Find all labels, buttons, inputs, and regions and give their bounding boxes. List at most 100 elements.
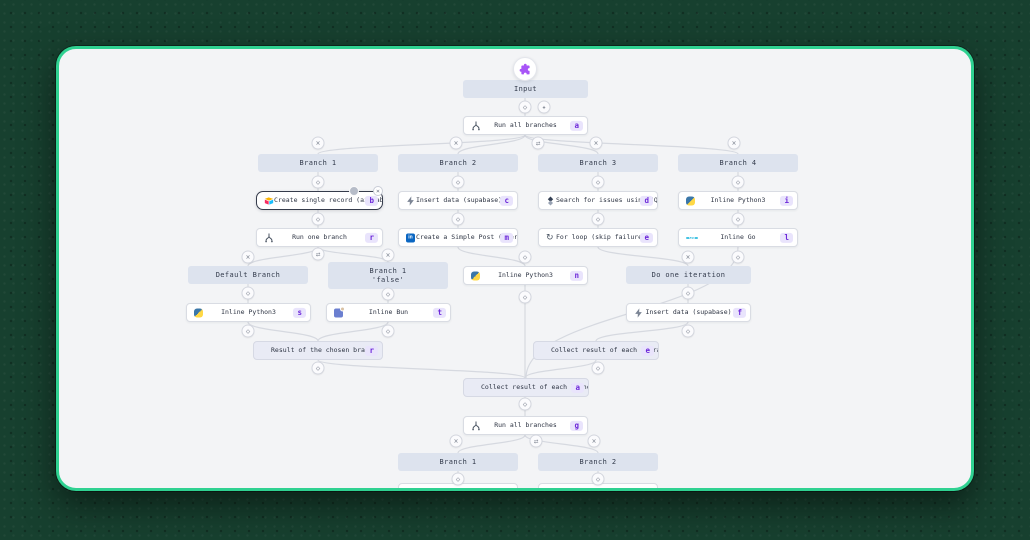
node-id-badge: b <box>365 195 378 206</box>
node-id-badge: i <box>780 195 793 206</box>
node-insert-data-supabase-f[interactable]: Insert data (supabase)f <box>626 303 751 322</box>
node-label: Input <box>513 84 538 93</box>
connector-x-icon[interactable]: × <box>241 250 255 264</box>
connector-diamond-icon[interactable]: ◇ <box>731 250 745 264</box>
node-create-single-record[interactable]: Create single record (airtable)b <box>256 191 383 210</box>
connector-diamond-icon[interactable]: ◇ <box>681 324 695 338</box>
flow-edge <box>595 321 689 342</box>
node-branch-3[interactable]: Branch 3 <box>538 154 658 172</box>
connector-x-icon[interactable]: × <box>587 434 601 448</box>
node-label: Search for issues using JQL (... <box>556 196 657 205</box>
node-branch-1-bottom[interactable]: Branch 1 <box>398 453 518 471</box>
node-label: Create single record (airtable) <box>274 196 382 205</box>
supabase-icon <box>634 307 643 318</box>
connector-diamond-icon[interactable]: ◇ <box>518 397 532 411</box>
supabase-icon <box>406 195 415 206</box>
node-label: Insert data (supabase) <box>645 308 732 317</box>
node-id-badge: l <box>780 232 793 243</box>
connector-x-icon[interactable]: × <box>449 434 463 448</box>
node-label: Insert data (supabase) <box>416 196 503 205</box>
node-id-badge: g <box>570 420 583 431</box>
connector-diamond-icon[interactable]: ◇ <box>518 100 532 114</box>
node-label: Branch 1 <box>299 158 337 167</box>
connector-diamond-icon[interactable]: ◇ <box>518 290 532 304</box>
flow-edge <box>524 434 599 454</box>
connector-diamond-icon[interactable]: ◇ <box>731 175 745 189</box>
flow-trigger-button[interactable] <box>513 57 537 81</box>
deselect-icon[interactable]: × <box>373 186 383 196</box>
connector-diamond-icon[interactable]: ◇ <box>451 212 465 226</box>
connector-x-icon[interactable]: × <box>449 136 463 150</box>
node-id-badge: r <box>365 232 378 243</box>
connector-diamond-icon[interactable]: ◇ <box>451 472 465 486</box>
connector-diamond-icon[interactable]: ◇ <box>681 286 695 300</box>
node-id-badge: m <box>500 232 513 243</box>
connector-x-icon[interactable]: × <box>727 136 741 150</box>
node-branch-2-bottom[interactable]: Branch 2 <box>538 453 658 471</box>
connector-diamond-icon[interactable]: ◇ <box>591 175 605 189</box>
connector-spark-icon[interactable]: ✦ <box>537 100 551 114</box>
connector-swap-icon[interactable]: ⇄ <box>529 434 543 448</box>
node-label: Default Branch <box>215 270 281 279</box>
node-search-issues-jql[interactable]: Search for issues using JQL (...d <box>538 191 658 210</box>
node-input[interactable]: Input <box>463 80 588 98</box>
python-icon <box>686 196 695 205</box>
node-branch-1[interactable]: Branch 1 <box>258 154 378 172</box>
connector-diamond-icon[interactable]: ◇ <box>311 212 325 226</box>
connector-diamond-icon[interactable]: ◇ <box>731 212 745 226</box>
node-id-badge: e <box>641 345 654 356</box>
connector-diamond-icon[interactable]: ◇ <box>241 324 255 338</box>
connector-diamond-icon[interactable]: ◇ <box>381 324 395 338</box>
connector-diamond-icon[interactable]: ◇ <box>591 361 605 375</box>
connector-diamond-icon[interactable]: ◇ <box>591 212 605 226</box>
connector-diamond-icon[interactable]: ◇ <box>591 472 605 486</box>
node-id-badge: d <box>640 195 653 206</box>
node-label: Branch 2 <box>579 457 617 466</box>
connector-diamond-icon[interactable]: ◇ <box>311 361 325 375</box>
connector-diamond-icon[interactable]: ◇ <box>451 175 465 189</box>
connector-swap-icon[interactable]: ⇄ <box>311 247 325 261</box>
connector-x-icon[interactable]: × <box>589 136 603 150</box>
connector-diamond-icon[interactable]: ◇ <box>381 287 395 301</box>
connector-diamond-icon[interactable]: ◇ <box>241 286 255 300</box>
connector-swap-icon[interactable]: ⇄ <box>531 136 545 150</box>
node-do-one-iteration[interactable]: Do one iteration <box>626 266 751 284</box>
node-label: Run all branches <box>494 121 557 130</box>
node-branch-4[interactable]: Branch 4 <box>678 154 798 172</box>
connector-x-icon[interactable]: × <box>681 250 695 264</box>
node-for-loop-skip-failures[interactable]: ↻For loop (skip failures)e <box>538 228 658 247</box>
connector-x-icon[interactable]: × <box>311 136 325 150</box>
node-label: Result of the chosen branch <box>271 346 377 355</box>
go-icon: Go <box>686 235 699 239</box>
node-branch-2[interactable]: Branch 2 <box>398 154 518 172</box>
node-label: Branch 1 <box>439 457 477 466</box>
connector-diamond-icon[interactable]: ◇ <box>518 250 532 264</box>
node-label: Inline Go <box>720 233 756 242</box>
flow-edge <box>247 246 319 267</box>
node-label: Inline Bun <box>368 308 409 317</box>
node-inline-go[interactable]: Go Inline Go l <box>678 228 798 247</box>
connector-x-icon[interactable]: × <box>381 248 395 262</box>
flow-edge <box>524 134 599 155</box>
node-branch-1-false[interactable]: Branch 1'false' <box>328 262 448 289</box>
node-default-branch[interactable]: Default Branch <box>188 266 308 284</box>
jira-icon <box>546 196 555 205</box>
drag-handle-icon[interactable] <box>349 186 359 196</box>
branches-icon <box>471 420 481 431</box>
connector-diamond-icon[interactable]: ◇ <box>311 175 325 189</box>
node-insert-data-supabase-c[interactable]: Insert data (supabase)c <box>398 191 518 210</box>
node-label: Branch 4 <box>719 158 757 167</box>
